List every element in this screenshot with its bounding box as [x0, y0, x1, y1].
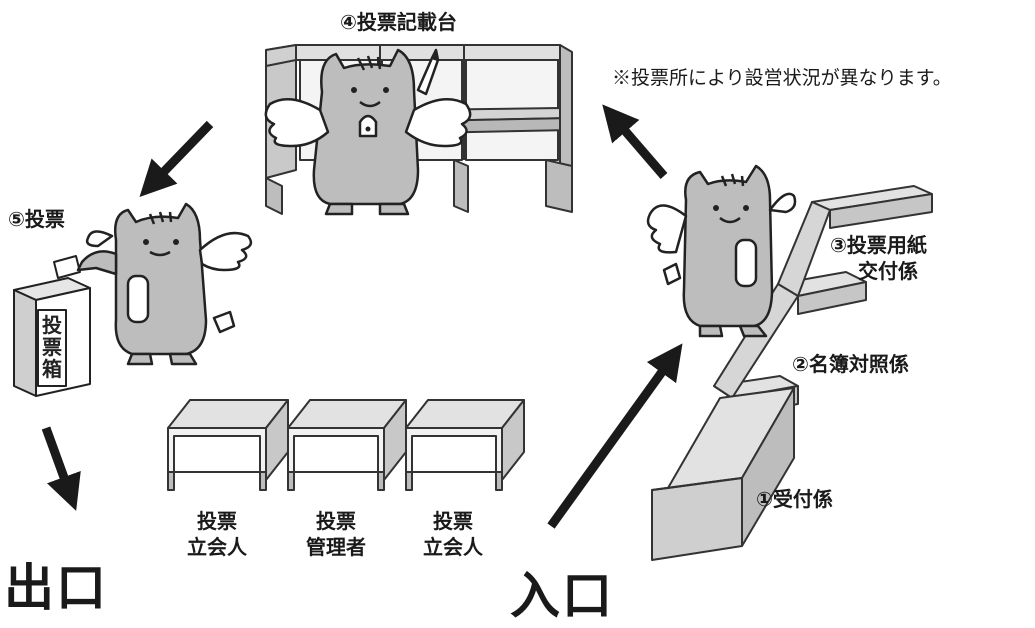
label-reception: ①受付係 — [756, 487, 833, 511]
label-exit: 出口 — [4, 559, 108, 617]
reception-counters — [651, 185, 933, 561]
label-manager-line1: 投票 — [316, 509, 356, 533]
mascot-counter — [646, 164, 797, 338]
label-witness-right-line1: 投票 — [433, 509, 473, 533]
label-witness-left: 投票 立会人 — [168, 508, 266, 560]
arrow-booth-to-vote — [139, 120, 214, 197]
label-manager-line2: 管理者 — [306, 535, 366, 559]
label-voting: ⑤投票 — [8, 207, 65, 231]
label-manager: 投票 管理者 — [286, 508, 386, 560]
note-setup-varies: ※投票所により設営状況が異なります。 — [612, 67, 952, 89]
arrow-vote-to-exit — [41, 426, 81, 511]
witness-tables — [167, 399, 525, 491]
label-witness-left-line2: 立会人 — [187, 535, 247, 559]
label-writing-booth: ④投票記載台 — [340, 10, 457, 34]
flow-arrows — [41, 104, 683, 529]
table-witness-right — [405, 399, 525, 491]
mascot-voting — [76, 202, 253, 366]
ballot-box — [13, 255, 91, 397]
label-ballot-issue: ③投票用紙 交付係 — [830, 232, 927, 284]
label-witness-right-line2: 立会人 — [423, 535, 483, 559]
arrow-ballot-to-booth — [602, 104, 668, 179]
ballot-box-label: 投票箱 — [42, 313, 62, 381]
label-register-check: ②名簿対照係 — [792, 352, 909, 376]
mascot-writing — [264, 48, 472, 216]
label-witness-right: 投票 立会人 — [404, 508, 502, 560]
table-witness-left — [167, 399, 289, 491]
arrow-entrance-to-ballot — [547, 343, 683, 529]
label-entrance: 入口 — [510, 567, 614, 625]
table-manager — [287, 399, 407, 491]
label-ballot-issue-line2: 交付係 — [858, 259, 918, 283]
label-ballot-issue-line1: ③投票用紙 — [830, 233, 927, 257]
label-witness-left-line1: 投票 — [197, 509, 237, 533]
